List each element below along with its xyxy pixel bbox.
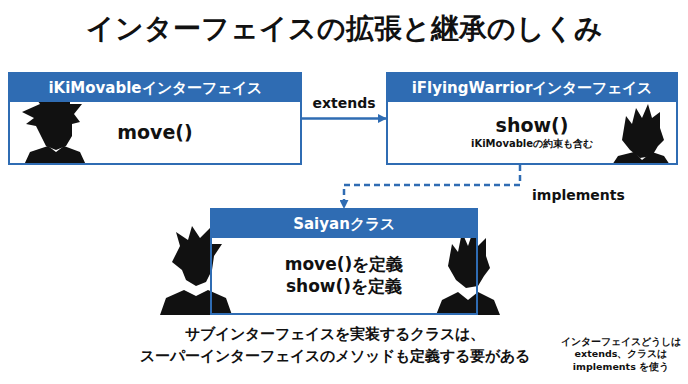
- box-heading: iKiMovableインターフェイス: [10, 74, 300, 102]
- silhouette: [160, 226, 232, 315]
- box-body: show()iKiMovableの約束も含む: [388, 102, 676, 163]
- side-note: インターフェイスどうしは extends、クラスは implements を使う: [560, 336, 682, 373]
- method-text: move()を定義: [285, 254, 404, 275]
- edge-label: implements: [530, 187, 627, 203]
- box-heading: Saiyanクラス: [212, 210, 476, 238]
- silhouette: [612, 104, 670, 165]
- box-body: move()を定義show()を定義: [212, 238, 476, 313]
- caption: サブインターフェイスを実装するクラスは、 スーパーインターフェイスのメソッドも定…: [110, 324, 560, 368]
- box-body: move(): [10, 102, 300, 163]
- interface-box: iKiMovableインターフェイス move(): [8, 72, 302, 165]
- class-box: Saiyanクラスmove()を定義show()を定義: [210, 208, 478, 315]
- method-text: show(): [496, 114, 569, 138]
- dashed-arrow: [344, 165, 520, 208]
- edge-label: extends: [310, 95, 377, 111]
- interface-box: iFlyingWarriorインターフェイスshow()iKiMovableの約…: [386, 72, 678, 165]
- method-text: show()を定義: [286, 276, 402, 297]
- box-heading: iFlyingWarriorインターフェイス: [388, 74, 676, 102]
- arrow: [302, 117, 386, 120]
- diagram-title: インターフェイスの拡張と継承のしくみ: [0, 10, 688, 48]
- box-note: iKiMovableの約束も含む: [471, 138, 593, 151]
- method-text: move(): [117, 121, 193, 145]
- silhouette: [436, 228, 500, 315]
